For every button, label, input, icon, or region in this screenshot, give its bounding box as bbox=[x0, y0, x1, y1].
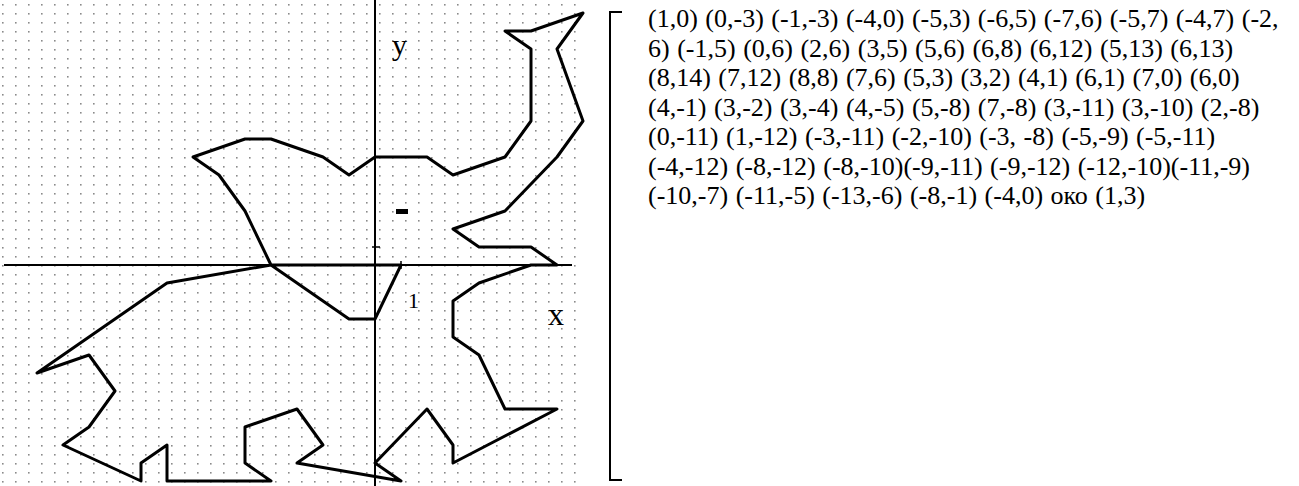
y-axis bbox=[374, 0, 376, 486]
unit-label: 1 bbox=[408, 290, 419, 312]
bracket bbox=[610, 12, 622, 480]
elephant-eye bbox=[396, 209, 408, 214]
axis-label: x bbox=[548, 298, 564, 330]
axis-label: y bbox=[392, 30, 407, 60]
coordinate-list: (1,0) (0,-3) (-1,-3) (-4,0) (-5,3) (-6,5… bbox=[648, 4, 1288, 211]
elephant-outline bbox=[37, 13, 583, 481]
axis-tick bbox=[372, 246, 380, 248]
